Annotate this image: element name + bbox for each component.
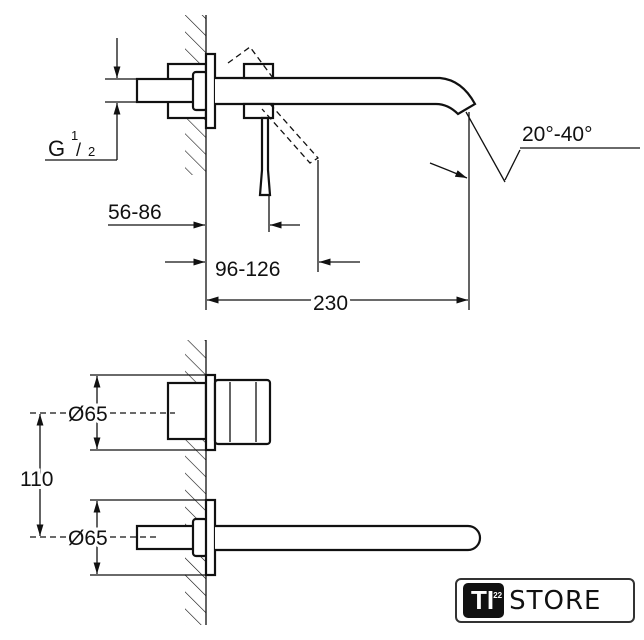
dim-depth: 56-86	[108, 201, 162, 224]
flange	[204, 52, 217, 130]
thread-den: 2	[88, 144, 95, 159]
logo-ti: TI	[471, 585, 495, 615]
thread-slash: /	[76, 140, 81, 160]
dim-diameter-lower: Ø65	[68, 527, 108, 550]
body-box	[166, 381, 208, 441]
thread-letter: G	[48, 136, 65, 161]
thread-num: 1	[71, 128, 78, 143]
lever-cylinder	[213, 378, 272, 446]
dim-spout-length: 230	[313, 292, 348, 315]
spout-top	[215, 524, 482, 552]
upper-flange	[204, 373, 217, 452]
top-view: Ø65 Ø65 110	[17, 340, 482, 625]
lower-flange	[204, 498, 217, 577]
logo-store: STORE	[509, 585, 602, 616]
supply-pipe	[135, 77, 198, 104]
dim-swivel-angle: 20°-40°	[522, 123, 593, 146]
swivel-arc-arrow	[429, 162, 468, 179]
lever-housing-top	[242, 62, 275, 80]
dim-center-distance: 110	[20, 468, 53, 491]
pipe-collar	[191, 517, 209, 558]
logo-sup: 22	[493, 591, 503, 600]
pipe-collar	[191, 70, 209, 112]
dim-lever-offset: 96-126	[215, 258, 280, 281]
lever-housing-bottom	[242, 102, 275, 120]
dim-diameter-upper: Ø65	[68, 403, 108, 426]
lever-handle	[258, 116, 272, 197]
spout	[215, 76, 477, 116]
lever-rotated-dashed	[227, 46, 319, 164]
side-view: G 1 / 2 56-86 96-126 230 20°-40°	[45, 15, 640, 318]
